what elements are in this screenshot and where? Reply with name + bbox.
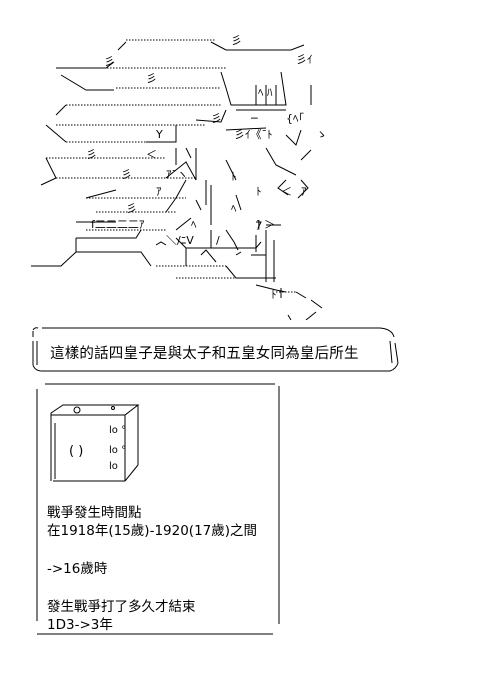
svg-text:lo: lo	[109, 461, 118, 472]
speech-bubble: 這樣的話四皇子是與太子和五皇女同為皇后所生	[30, 325, 400, 373]
svg-text:lo °: lo °	[109, 425, 126, 436]
svg-text:ﾄ: ﾄ	[256, 185, 262, 198]
svg-text:ﾄ: ﾄ	[231, 170, 237, 183]
svg-text:ﾍ ﾊ: ﾍ ﾊ	[258, 86, 273, 99]
svg-text:ｱ: ｱ	[301, 185, 307, 198]
svg-text:彡: 彡	[146, 72, 157, 85]
svg-text:ゝ: ゝ	[316, 128, 326, 141]
svg-text:{ﾍ｢: {ﾍ｢	[286, 112, 304, 125]
hair-strands	[46, 39, 296, 293]
svg-text:lo °: lo °	[109, 445, 126, 456]
svg-text:]: ]	[256, 218, 260, 231]
svg-text:ｱ: ｱ	[156, 185, 162, 198]
svg-text:＜: ＜	[146, 148, 157, 161]
svg-text:ｱ¯ヽ: ｱ¯ヽ	[166, 168, 188, 181]
svg-text:彡: 彡	[104, 55, 115, 68]
svg-text:ﾄ: ﾄ	[271, 288, 277, 301]
panel-frame	[36, 383, 280, 635]
info-panel: lo ° lo ° lo ( ) 戰爭發生時間點 在1918年(15歲)-192…	[35, 381, 281, 637]
svg-text:ﾍ: ﾍ	[191, 218, 197, 231]
svg-text:ﾍ: ﾍ	[231, 202, 237, 215]
panel-line-1: 戰爭發生時間點	[47, 505, 142, 521]
svg-text:彡: 彡	[211, 112, 222, 125]
hair-outline	[31, 41, 323, 321]
svg-text:彡: 彡	[86, 148, 97, 161]
svg-text:＞-: ＞-	[264, 218, 279, 231]
svg-text:彡: 彡	[231, 34, 242, 47]
svg-text:彡ｲ: 彡ｲ	[296, 53, 313, 66]
svg-text:＼/ﾆV: ＼/ﾆV	[166, 234, 194, 247]
svg-text:＜: ＜	[281, 185, 292, 198]
svg-text:( ): ( )	[69, 444, 83, 459]
svg-text:/: /	[216, 234, 220, 247]
panel-line-2: 在1918年(15歲)-1920(17歲)之間	[47, 523, 258, 539]
speech-bubble-frame	[32, 327, 399, 372]
svg-text:彡: 彡	[126, 202, 137, 215]
panel-line-3: ->16歲時	[47, 561, 108, 577]
svg-text:─: ─	[250, 112, 258, 125]
panel-line-5: 1D3->3年	[47, 617, 113, 633]
dice-icon: lo ° lo ° lo ( )	[50, 404, 140, 482]
svg-text:Y: Y	[155, 128, 163, 141]
svg-text:彡: 彡	[121, 168, 132, 181]
panel-line-4: 發生戰爭打了多久才結束	[47, 599, 196, 615]
svg-text:彡ｲ《¯ﾄ: 彡ｲ《¯ﾄ	[234, 128, 273, 141]
svg-text:f二二二二ｱ: f二二二二ｱ	[91, 218, 145, 231]
ascii-art-character: 彡 彡 彡ｲ 彡 ﾍ ﾊ 彡 ─ {ﾍ｢ Y 彡ｲ《¯ﾄ ゝ 彡 ＜ 彡 ｱ¯ヽ…	[26, 30, 327, 321]
speech-text: 這樣的話四皇子是與太子和五皇女同為皇后所生	[50, 346, 359, 362]
character-drawing: 彡 彡 彡ｲ 彡 ﾍ ﾊ 彡 ─ {ﾍ｢ Y 彡ｲ《¯ﾄ ゝ 彡 ＜ 彡 ｱ¯ヽ…	[31, 34, 327, 321]
ascii-glyphs: 彡 彡 彡ｲ 彡 ﾍ ﾊ 彡 ─ {ﾍ｢ Y 彡ｲ《¯ﾄ ゝ 彡 ＜ 彡 ｱ¯ヽ…	[86, 34, 327, 301]
